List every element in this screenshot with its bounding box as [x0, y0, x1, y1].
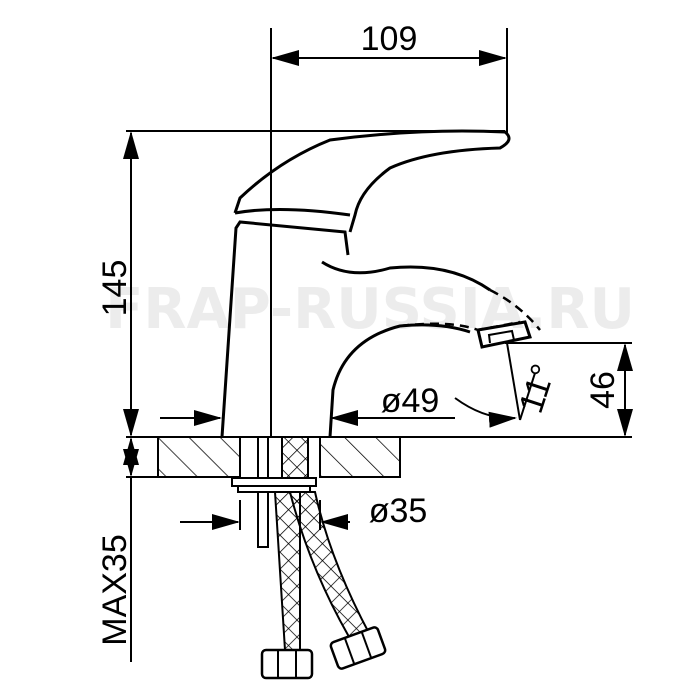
- spout-height-label: 46: [584, 371, 622, 409]
- flexible-hoses: [260, 491, 387, 680]
- dimension-spout-height: 46: [505, 342, 633, 437]
- max-thickness-label: MAX35: [96, 534, 134, 646]
- dimension-max-thickness: MAX35: [96, 437, 160, 662]
- height-label: 145: [96, 260, 134, 317]
- dimension-height: 145: [96, 130, 505, 437]
- angle-annotation: 11°: [454, 342, 563, 428]
- angle-label: 11°: [512, 359, 563, 417]
- countertop-section: [157, 436, 401, 478]
- watermark: FRAP-RUSSIA.RU: [105, 277, 635, 342]
- dimension-hole-diameter: ø35: [180, 492, 427, 530]
- width-label: 109: [361, 20, 418, 58]
- faucet-body: [220, 129, 541, 438]
- base-diameter-label: ø49: [381, 382, 440, 420]
- dimension-width: 109: [270, 20, 508, 437]
- mounting-shank: [231, 436, 317, 548]
- dimension-base-diameter: ø49: [160, 382, 455, 426]
- hole-diameter-label: ø35: [369, 492, 428, 530]
